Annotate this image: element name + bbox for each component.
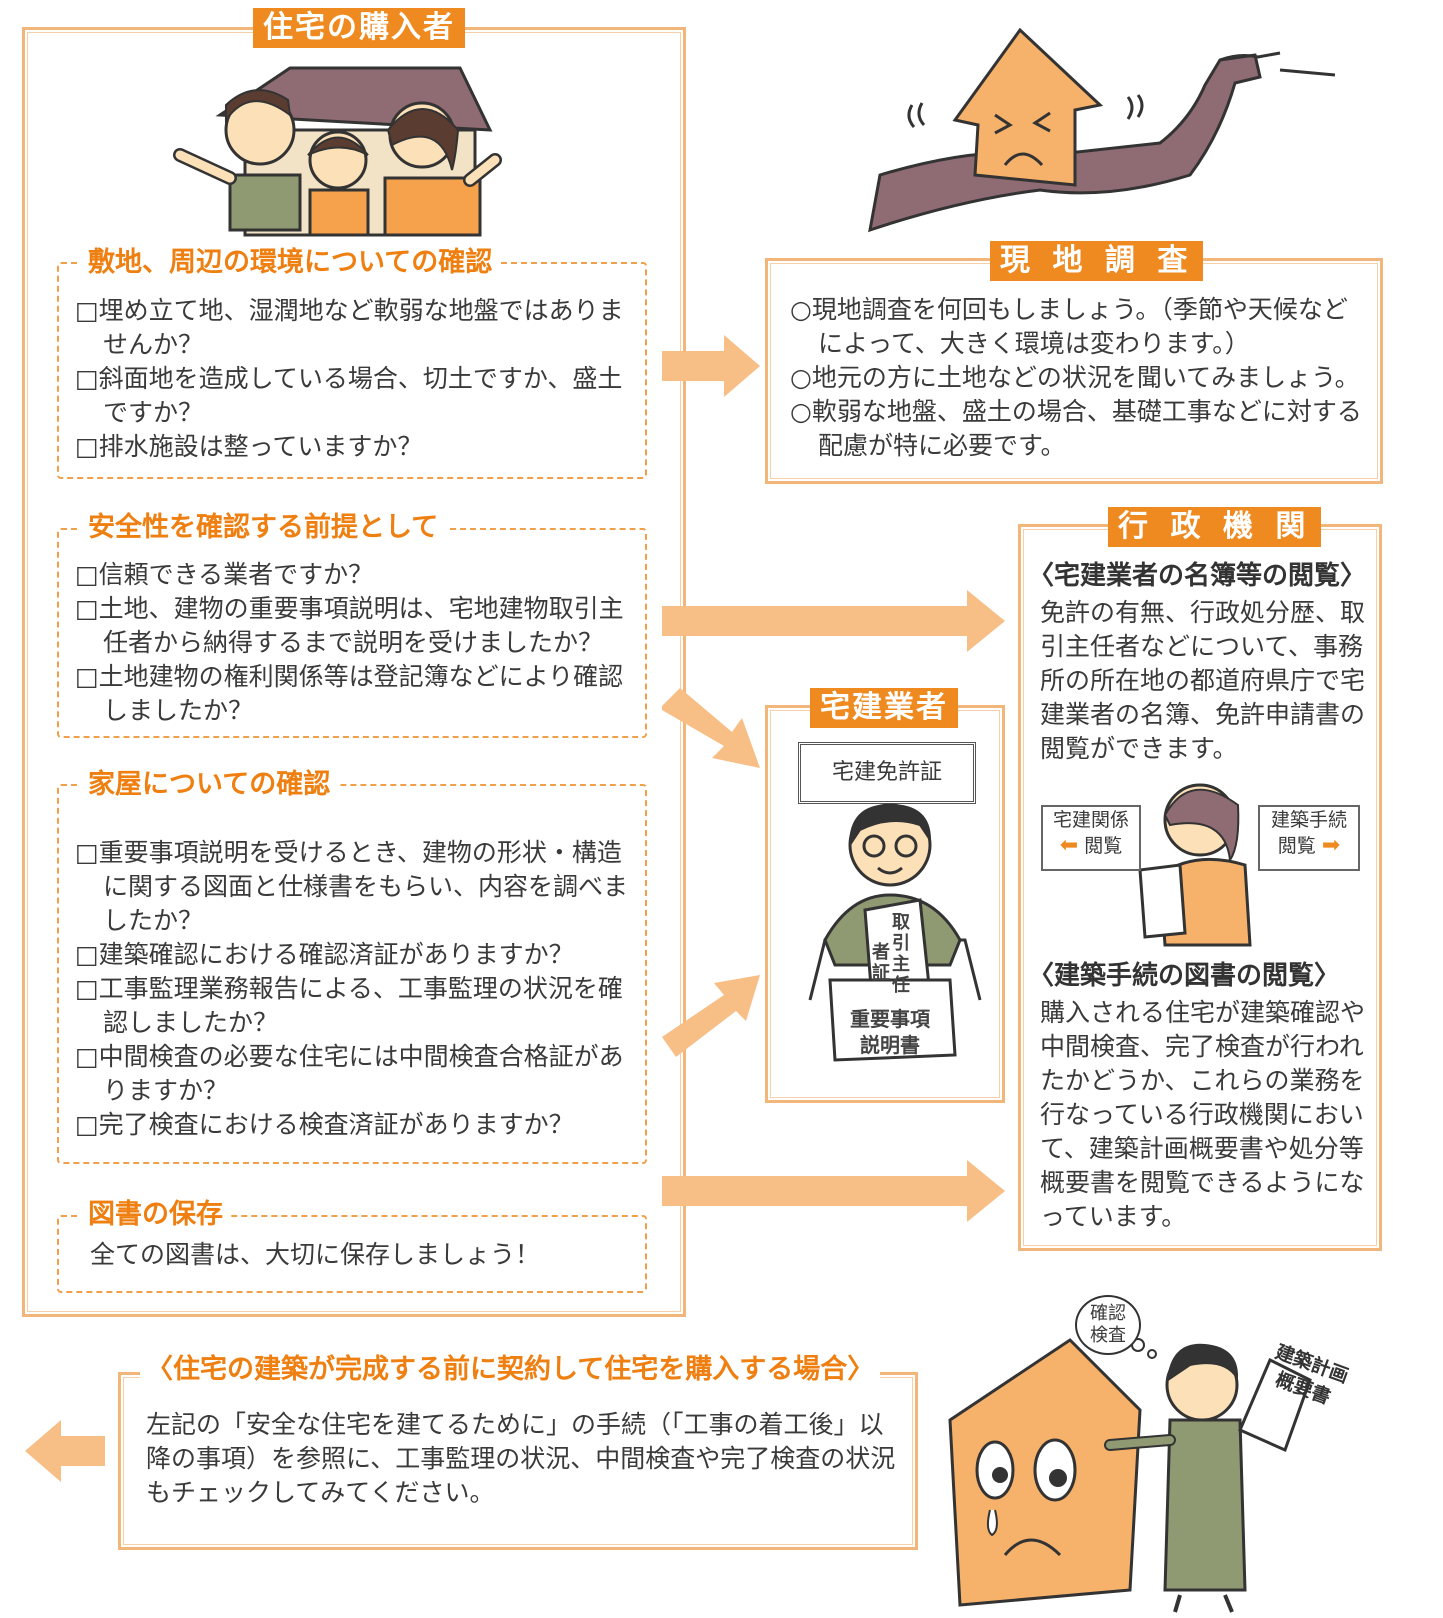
list-item: □完了検査における検査済証がありますか？ <box>75 1110 574 1139</box>
sinking-house-illustration <box>868 27 1336 233</box>
gov-sub-building: 〈建築手続の図書の閲覧〉 <box>1028 961 1341 991</box>
house-check-list: □重要事項説明を受けるとき、建物の形状・構造に関する図面と仕様書をもらい、内容を… <box>75 836 635 1142</box>
cert-char: 者 <box>872 942 890 963</box>
survey-title: 現 地 調 査 <box>990 241 1204 281</box>
list-item: □排水施設は整っていますか？ <box>75 432 423 461</box>
sign-registry: 宅建関係 ⬅ 閲覧 <box>1041 805 1141 871</box>
arrow-to-gov-2 <box>662 1160 1005 1222</box>
list-item: □斜面地を造成している場合、切土ですか、盛土ですか？ <box>75 364 623 427</box>
house-check-title: 家屋についての確認 <box>80 767 339 803</box>
site-check-title: 敷地、周辺の環境についての確認 <box>80 245 501 281</box>
buyer-title: 住宅の購入者 <box>253 8 465 48</box>
sign-registry-line2: 閲覧 <box>1084 835 1123 857</box>
survey-list: ○現地調査を何回もしましょう。（季節や天候などによって、大きく環境は変わります。… <box>790 293 1365 463</box>
list-item: □土地建物の権利関係等は登記簿などにより確認しましたか？ <box>75 662 624 725</box>
pre-completion-text: 左記の「安全な住宅を建てるために」の手続（「工事の着工後」以降の事項）を参照に、… <box>146 1410 896 1507</box>
right-arrow-icon: ➡ <box>1321 833 1341 858</box>
safety-check-title: 安全性を確認する前提として <box>80 510 447 546</box>
doc-line: 説明書 <box>860 1033 920 1057</box>
storage-title: 図書の保存 <box>80 1197 231 1233</box>
sign-building: 建築手続 閲覧 ➡ <box>1258 805 1360 871</box>
arrow-to-gov-1 <box>662 590 1005 652</box>
sign-registry-line1: 宅建関係 <box>1052 809 1129 831</box>
list-item: □建築確認における確認済証がありますか？ <box>75 940 574 969</box>
gov-title: 行 政 機 関 <box>1108 507 1322 547</box>
doc-line: 重要事項 <box>850 1007 930 1031</box>
gov-text-registry: 免許の有無、行政処分歴、取引主任者などについて、事務所の所在地の都道府県庁で宅建… <box>1040 598 1366 763</box>
dealer-illustration <box>808 803 982 1062</box>
arrow-bottom-left <box>25 1420 105 1482</box>
family-illustration <box>173 66 502 237</box>
house-check-box <box>57 784 647 1164</box>
cert-char: 取 <box>892 912 910 933</box>
gov-sub-registry: 〈宅建業者の名簿等の閲覧〉 <box>1028 561 1367 591</box>
dealer-title: 宅建業者 <box>810 688 958 728</box>
explanation-doc: 重要事項 説明書 <box>835 1006 945 1058</box>
list-item: ○地元の方に土地などの状況を聞いてみましょう。 <box>790 363 1360 392</box>
cert-char: 主 <box>892 954 910 975</box>
sign-building-line1: 建築手続 <box>1270 809 1347 831</box>
storage-text: 全ての図書は、大切に保存しましょう！ <box>90 1240 541 1269</box>
safety-check-list: □信頼できる業者ですか？ □土地、建物の重要事項説明は、宅地建物取引主任者から納… <box>75 558 635 728</box>
list-item: □重要事項説明を受けるとき、建物の形状・構造に関する図面と仕様書をもらい、内容を… <box>75 838 629 935</box>
pre-completion-title: 〈住宅の建築が完成する前に契約して住宅を購入する場合〉 <box>140 1352 881 1388</box>
official-illustration <box>1138 783 1252 947</box>
gov-text-building: 購入される住宅が建築確認や中間検査、完了検査が行われたかどうか、これらの業務を行… <box>1040 998 1366 1231</box>
cert-char: 任 <box>892 975 910 996</box>
bubble-line: 確認 <box>1090 1303 1126 1324</box>
storage-box <box>57 1215 647 1293</box>
arrow-to-survey <box>662 335 760 397</box>
cert-char: 引 <box>892 933 910 954</box>
arrow-to-dealer-2 <box>662 975 760 1057</box>
inspection-house-illustration <box>948 1338 1312 1613</box>
inspection-bubble: 確認 検査 <box>1075 1295 1141 1355</box>
list-item: □信頼できる業者ですか？ <box>75 560 374 589</box>
sign-building-line2: 閲覧 <box>1277 835 1316 857</box>
license-board: 宅建免許証 <box>798 742 976 804</box>
site-check-list: □埋め立て地、湿潤地など軟弱な地盤ではありませんか？ □斜面地を造成している場合… <box>75 294 635 464</box>
list-item: ○現地調査を何回もしましょう。（季節や天候などによって、大きく環境は変わります。… <box>790 295 1348 358</box>
left-arrow-icon: ⬅ <box>1059 833 1079 858</box>
cert-char: 証 <box>872 963 890 984</box>
license-label: 宅建免許証 <box>831 760 942 785</box>
list-item: ○軟弱な地盤、盛土の場合、基礎工事などに対する配慮が特に必要です。 <box>790 397 1362 460</box>
list-item: □中間検査の必要な住宅には中間検査合格証がありますか？ <box>75 1042 624 1105</box>
list-item: □埋め立て地、湿潤地など軟弱な地盤ではありませんか？ <box>75 296 624 359</box>
bubble-line: 検査 <box>1090 1325 1126 1346</box>
arrow-to-dealer-1 <box>662 688 760 768</box>
list-item: □工事監理業務報告による、工事監理の状況を確認しましたか？ <box>75 974 623 1037</box>
list-item: □土地、建物の重要事項説明は、宅地建物取引主任者から納得するまで説明を受けました… <box>75 594 624 657</box>
